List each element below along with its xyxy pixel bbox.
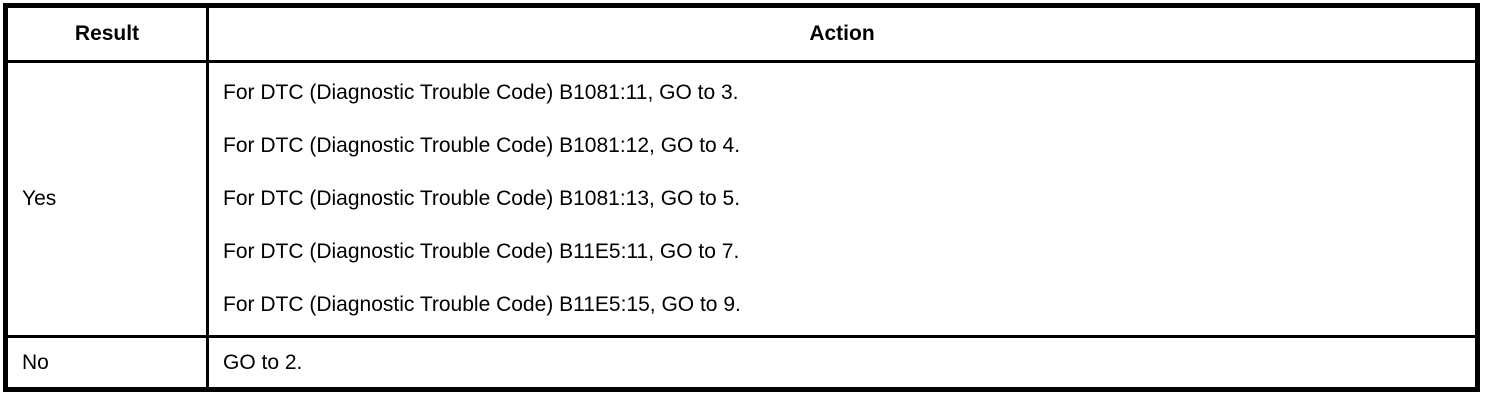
table-row-no: No GO to 2.: [4, 335, 1479, 391]
table-header-row: Result Action: [4, 4, 1479, 63]
action-cell-no: GO to 2.: [206, 335, 1479, 391]
result-cell-yes: Yes: [4, 60, 209, 338]
result-column-header: Result: [4, 4, 209, 63]
action-line: For DTC (Diagnostic Trouble Code) B1081:…: [223, 134, 741, 157]
action-line: For DTC (Diagnostic Trouble Code) B1081:…: [223, 81, 739, 104]
action-column-header: Action: [206, 4, 1479, 63]
action-line: For DTC (Diagnostic Trouble Code) B11E5:…: [223, 240, 740, 263]
action-line: GO to 2.: [223, 350, 303, 374]
table-row-yes: Yes For DTC (Diagnostic Trouble Code) B1…: [4, 60, 1479, 338]
result-action-table: Result Action Yes For DTC (Diagnostic Tr…: [3, 3, 1480, 392]
action-cell-yes: For DTC (Diagnostic Trouble Code) B1081:…: [206, 60, 1479, 338]
result-cell-no: No: [4, 335, 209, 391]
action-line: For DTC (Diagnostic Trouble Code) B11E5:…: [223, 293, 741, 316]
action-line: For DTC (Diagnostic Trouble Code) B1081:…: [223, 187, 741, 210]
